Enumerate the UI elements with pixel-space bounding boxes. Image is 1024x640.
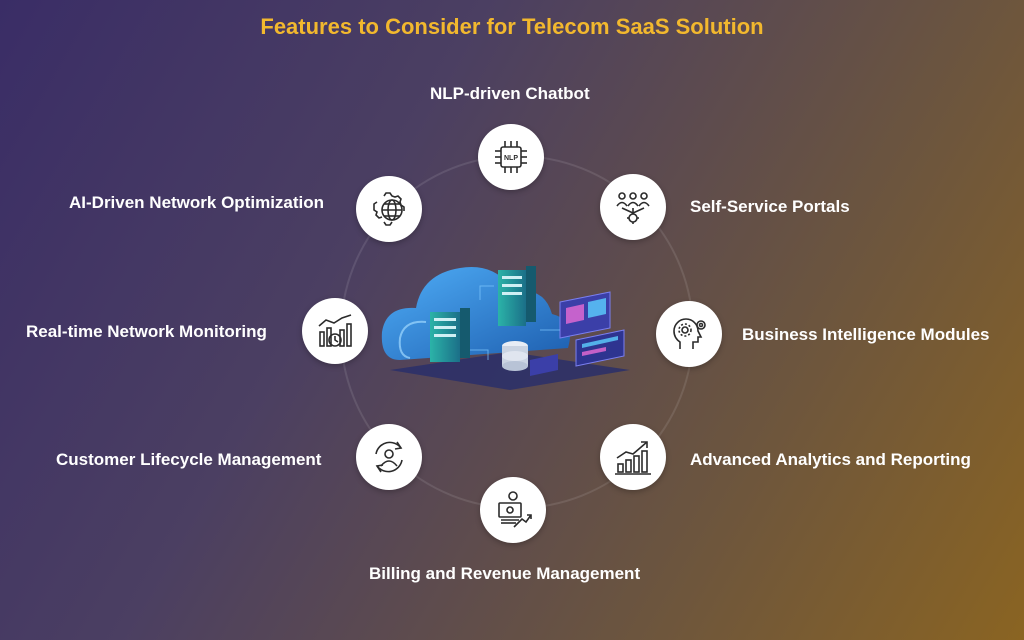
head-gears-icon (656, 301, 722, 367)
dashboard-screens (530, 291, 625, 376)
growth-chart-icon (600, 424, 666, 490)
monitoring-chart-icon (302, 298, 368, 364)
customer-cycle-icon (356, 424, 422, 490)
cloud-servers-illustration (381, 266, 630, 390)
label-self-service-portals: Self-Service Portals (690, 197, 850, 216)
label-advanced-analytics: Advanced Analytics and Reporting (690, 450, 971, 469)
server-rack-left (430, 308, 470, 362)
users-gear-icon (600, 174, 666, 240)
label-network-monitoring: Real-time Network Monitoring (26, 322, 267, 341)
label-nlp-chatbot: NLP-driven Chatbot (430, 84, 590, 103)
gear-globe-icon (356, 176, 422, 242)
database-stack (502, 341, 528, 371)
label-ai-network-optimization: AI-Driven Network Optimization (69, 193, 325, 212)
label-business-intelligence: Business Intelligence Modules (742, 325, 990, 344)
server-rack-right (498, 266, 536, 326)
label-customer-lifecycle: Customer Lifecycle Management (56, 450, 322, 469)
circuit-lines (470, 285, 560, 360)
billing-cash-icon (480, 477, 546, 543)
label-billing-revenue: Billing and Revenue Management (369, 564, 641, 583)
page-title: Features to Consider for Telecom SaaS So… (260, 14, 764, 39)
nlp-chip-icon: NLP (478, 124, 544, 190)
cloud-shape (381, 267, 570, 360)
nlp-chip-text: NLP (504, 155, 518, 162)
